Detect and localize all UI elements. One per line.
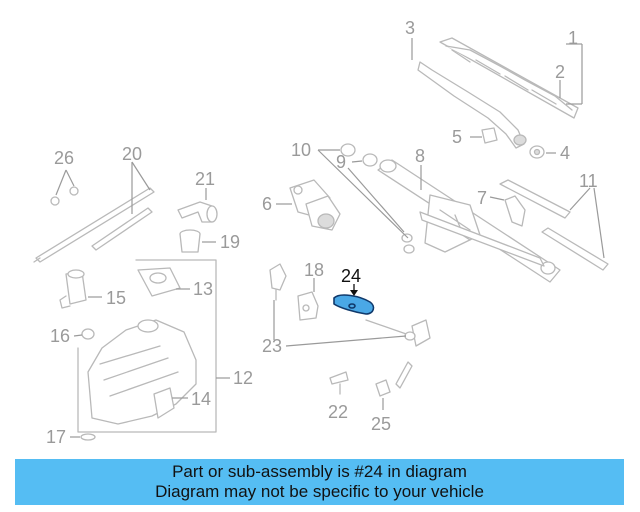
part-cap bbox=[481, 127, 498, 144]
callout-17: 17 bbox=[46, 427, 66, 447]
part-reservoir-cap bbox=[179, 229, 201, 253]
banner-disclaimer-line: Diagram may not be specific to your vehi… bbox=[155, 482, 484, 501]
callout-9: 9 bbox=[336, 152, 346, 172]
part-hose-elbow bbox=[177, 201, 218, 223]
callout-3: 3 bbox=[405, 18, 415, 38]
callout-11: 11 bbox=[579, 171, 598, 191]
part-washer-pump bbox=[59, 269, 87, 309]
part-wiper-blade bbox=[439, 37, 579, 119]
part-nozzle-holder bbox=[297, 291, 319, 321]
part-clip-22 bbox=[329, 371, 349, 395]
part-hose-connector bbox=[269, 263, 431, 347]
info-banner: Part or sub-assembly is #24 in diagram D… bbox=[15, 459, 624, 505]
callout-6: 6 bbox=[262, 194, 272, 214]
part-grommet-9 bbox=[362, 153, 413, 243]
part-strut bbox=[33, 187, 155, 263]
callout-5: 5 bbox=[452, 127, 462, 147]
banner-part-line: Part or sub-assembly is #24 in diagram bbox=[172, 462, 467, 481]
part-wiper-arm bbox=[417, 61, 527, 149]
callout-25: 25 bbox=[371, 414, 391, 434]
callout-14: 14 bbox=[191, 389, 211, 409]
parts-diagram: 1 2 3 4 5 10 9 8 7 bbox=[33, 18, 609, 447]
part-seal bbox=[80, 433, 96, 441]
callout-22: 22 bbox=[328, 402, 348, 422]
callout-26: 26 bbox=[54, 148, 74, 168]
part-sensor bbox=[375, 361, 413, 397]
callout-13: 13 bbox=[193, 279, 213, 299]
callout-15: 15 bbox=[106, 288, 126, 308]
callout-10: 10 bbox=[291, 140, 311, 160]
callout-20: 20 bbox=[122, 144, 142, 164]
callout-12: 12 bbox=[233, 368, 253, 388]
callout-7: 7 bbox=[477, 188, 487, 208]
callout-2: 2 bbox=[555, 62, 565, 82]
callout-18: 18 bbox=[304, 260, 324, 280]
part-linkage bbox=[377, 159, 561, 283]
callout-23: 23 bbox=[262, 336, 282, 356]
callout-4: 4 bbox=[560, 143, 570, 163]
part-bracket bbox=[504, 195, 526, 227]
part-reservoir-bracket bbox=[137, 267, 181, 297]
callout-16: 16 bbox=[50, 326, 70, 346]
callout-19: 19 bbox=[220, 232, 240, 252]
part-wiper-motor bbox=[289, 179, 341, 231]
part-link-rod bbox=[499, 179, 609, 271]
part-nut bbox=[529, 145, 545, 159]
part-grommet-10 bbox=[340, 143, 415, 254]
callout-1: 1 bbox=[568, 28, 578, 48]
part-pad bbox=[153, 387, 175, 419]
callout-24: 24 bbox=[341, 266, 361, 286]
part-clip-26 bbox=[50, 186, 79, 206]
part-washer-nozzle-highlighted[interactable] bbox=[333, 294, 375, 315]
callout-21: 21 bbox=[195, 169, 215, 189]
callout-8: 8 bbox=[415, 146, 425, 166]
part-grommet-16 bbox=[81, 328, 95, 340]
